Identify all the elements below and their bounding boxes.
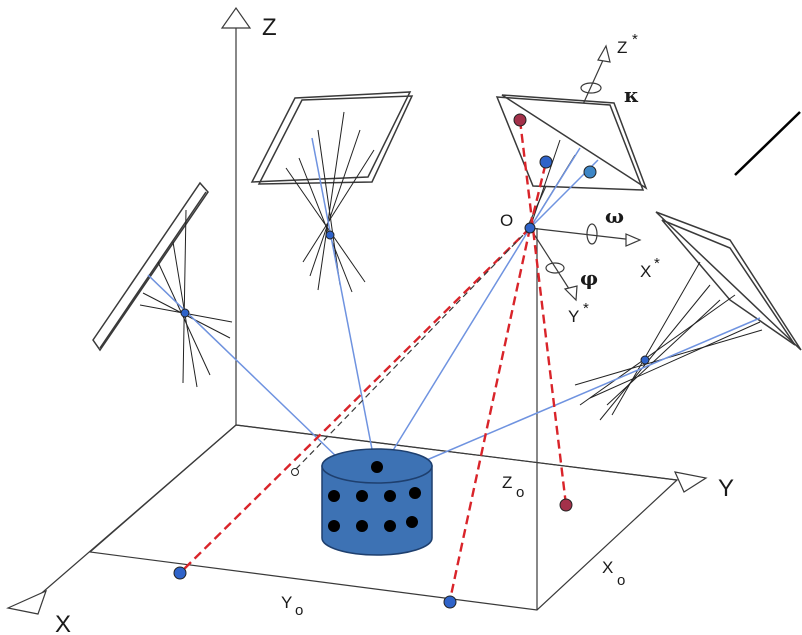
edge-line [734, 111, 801, 176]
black-dashed-ray [294, 227, 531, 471]
ground-point-blue-left [173, 566, 187, 580]
red-ray-2 [179, 227, 531, 574]
label-x0: X [602, 558, 613, 577]
label-omega: ω [605, 204, 624, 228]
cylinder-body [321, 465, 433, 556]
label-y-star-sup: * [583, 300, 589, 317]
camera-frames [92, 91, 802, 352]
label-x-star: X [640, 262, 651, 281]
z-axis-arrow-icon [220, 6, 252, 29]
red-ray-3 [448, 227, 532, 601]
ray-main-2 [529, 147, 581, 229]
label-x: X [55, 611, 71, 635]
omega-rotation-icon [586, 223, 598, 245]
label-kappa: κ [624, 83, 639, 107]
label-z: Z [262, 14, 277, 41]
x-star-axis [529, 227, 635, 241]
label-phi: φ [580, 266, 598, 290]
x-axis-arrow-icon [6, 589, 48, 615]
ray-upper [311, 137, 377, 471]
bundle-lines [139, 111, 763, 421]
label-z0-sub: o [516, 484, 524, 501]
red-ray-1 [518, 119, 568, 506]
image-point-blue [539, 155, 553, 169]
y-star-arrow-icon [563, 285, 578, 302]
camera-frame-left [92, 181, 209, 352]
projection-center-o [524, 222, 536, 234]
projection-center-left [180, 308, 190, 318]
camera-frame-main-inner [501, 94, 648, 190]
label-y: Y [718, 475, 734, 502]
ray-main-1 [391, 227, 531, 453]
label-z-star: Z [617, 38, 627, 57]
label-z0: Z [502, 473, 512, 492]
projection-center-upper [325, 230, 335, 240]
world-frame [6, 6, 801, 615]
ground-point-open [291, 468, 299, 476]
label-z-star-sup: * [632, 31, 638, 48]
ray-left [147, 274, 341, 461]
camera-frame-upper-inner [257, 95, 414, 185]
label-y-star: Y [568, 307, 579, 326]
image-point-teal [583, 165, 597, 179]
projection-center-right [640, 355, 650, 365]
z-star-arrow-icon [597, 44, 611, 63]
label-x0-sub: o [617, 572, 625, 589]
red-rays [179, 119, 568, 601]
camera-frame-upper [250, 91, 412, 183]
ray-right [414, 317, 761, 466]
label-y0: Y [281, 593, 292, 612]
x-star-arrow-icon [625, 233, 642, 247]
kappa-rotation-icon [580, 82, 602, 94]
camera-frame-left-inner [99, 191, 207, 349]
camera-frame-main [495, 96, 645, 191]
camera-frame-right-inner [655, 211, 802, 351]
labels: Z X Y Z * κ O ω φ X * Y * Z o X o Y o [55, 14, 734, 635]
y-axis-arrow-icon [673, 471, 708, 493]
red-ray-4 [528, 161, 548, 229]
label-origin-o: O [500, 211, 513, 230]
cylinder-targets [328, 461, 421, 532]
label-x-star-sup: * [654, 255, 660, 272]
label-y0-sub: o [295, 602, 303, 619]
phi-rotation-icon [545, 262, 565, 274]
blue-rays [147, 137, 761, 471]
points [173, 113, 650, 609]
image-point-red [513, 113, 527, 127]
ground-point-red [559, 498, 573, 512]
ground-point-blue-bottom [443, 595, 457, 609]
y-star-axis [529, 227, 574, 296]
